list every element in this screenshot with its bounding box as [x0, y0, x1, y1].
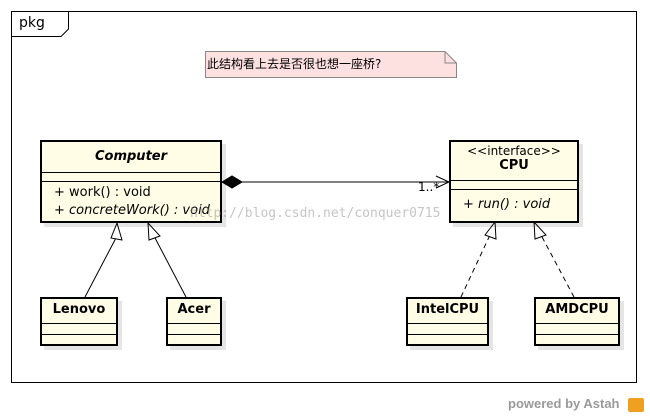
acer-class[interactable]: Acer	[166, 297, 222, 346]
amdcpu-attributes	[536, 324, 618, 335]
acer-attributes	[168, 324, 220, 335]
cpu-operations: + run() : void	[451, 189, 577, 214]
intelcpu-class-name: IntelCPU	[408, 299, 487, 324]
package-label: pkg	[19, 15, 45, 31]
amdcpu-class[interactable]: AMDCPU	[534, 297, 620, 346]
amdcpu-class-name: AMDCPU	[536, 299, 618, 324]
computer-class-name: Computer	[94, 149, 168, 164]
computer-class[interactable]: Computer + work() : void + concreteWork(…	[40, 140, 222, 223]
computer-operations: + work() : void + concreteWork() : void	[42, 181, 220, 220]
association-multiplicity: 1..*	[418, 180, 440, 194]
note-shape	[205, 51, 457, 78]
cpu-class-name: CPU	[499, 158, 529, 173]
intelcpu-class[interactable]: IntelCPU	[406, 297, 489, 346]
lenovo-class-name: Lenovo	[42, 299, 116, 324]
watermark-url: http://blog.csdn.net/conquer0715	[190, 206, 441, 221]
cpu-op-run: + run() : void	[463, 197, 551, 212]
note-text: 此结构看上去是否很也想一座桥?	[207, 57, 382, 71]
powered-by-label: powered by Astah	[508, 396, 620, 411]
computer-op-concretework: + concreteWork() : void	[54, 203, 210, 218]
package-frame	[11, 11, 637, 383]
intelcpu-attributes	[408, 324, 487, 335]
computer-op-work: + work() : void	[54, 185, 151, 200]
acer-class-name: Acer	[168, 299, 220, 324]
cpu-stereotype: <<interface>>	[467, 144, 561, 158]
astah-logo-icon	[628, 398, 644, 412]
package-tab	[11, 11, 69, 37]
cpu-attributes	[451, 180, 577, 189]
cpu-interface[interactable]: <<interface>> CPU + run() : void	[449, 140, 579, 223]
computer-attributes	[42, 172, 220, 181]
lenovo-class[interactable]: Lenovo	[40, 297, 118, 346]
lenovo-attributes	[42, 324, 116, 335]
